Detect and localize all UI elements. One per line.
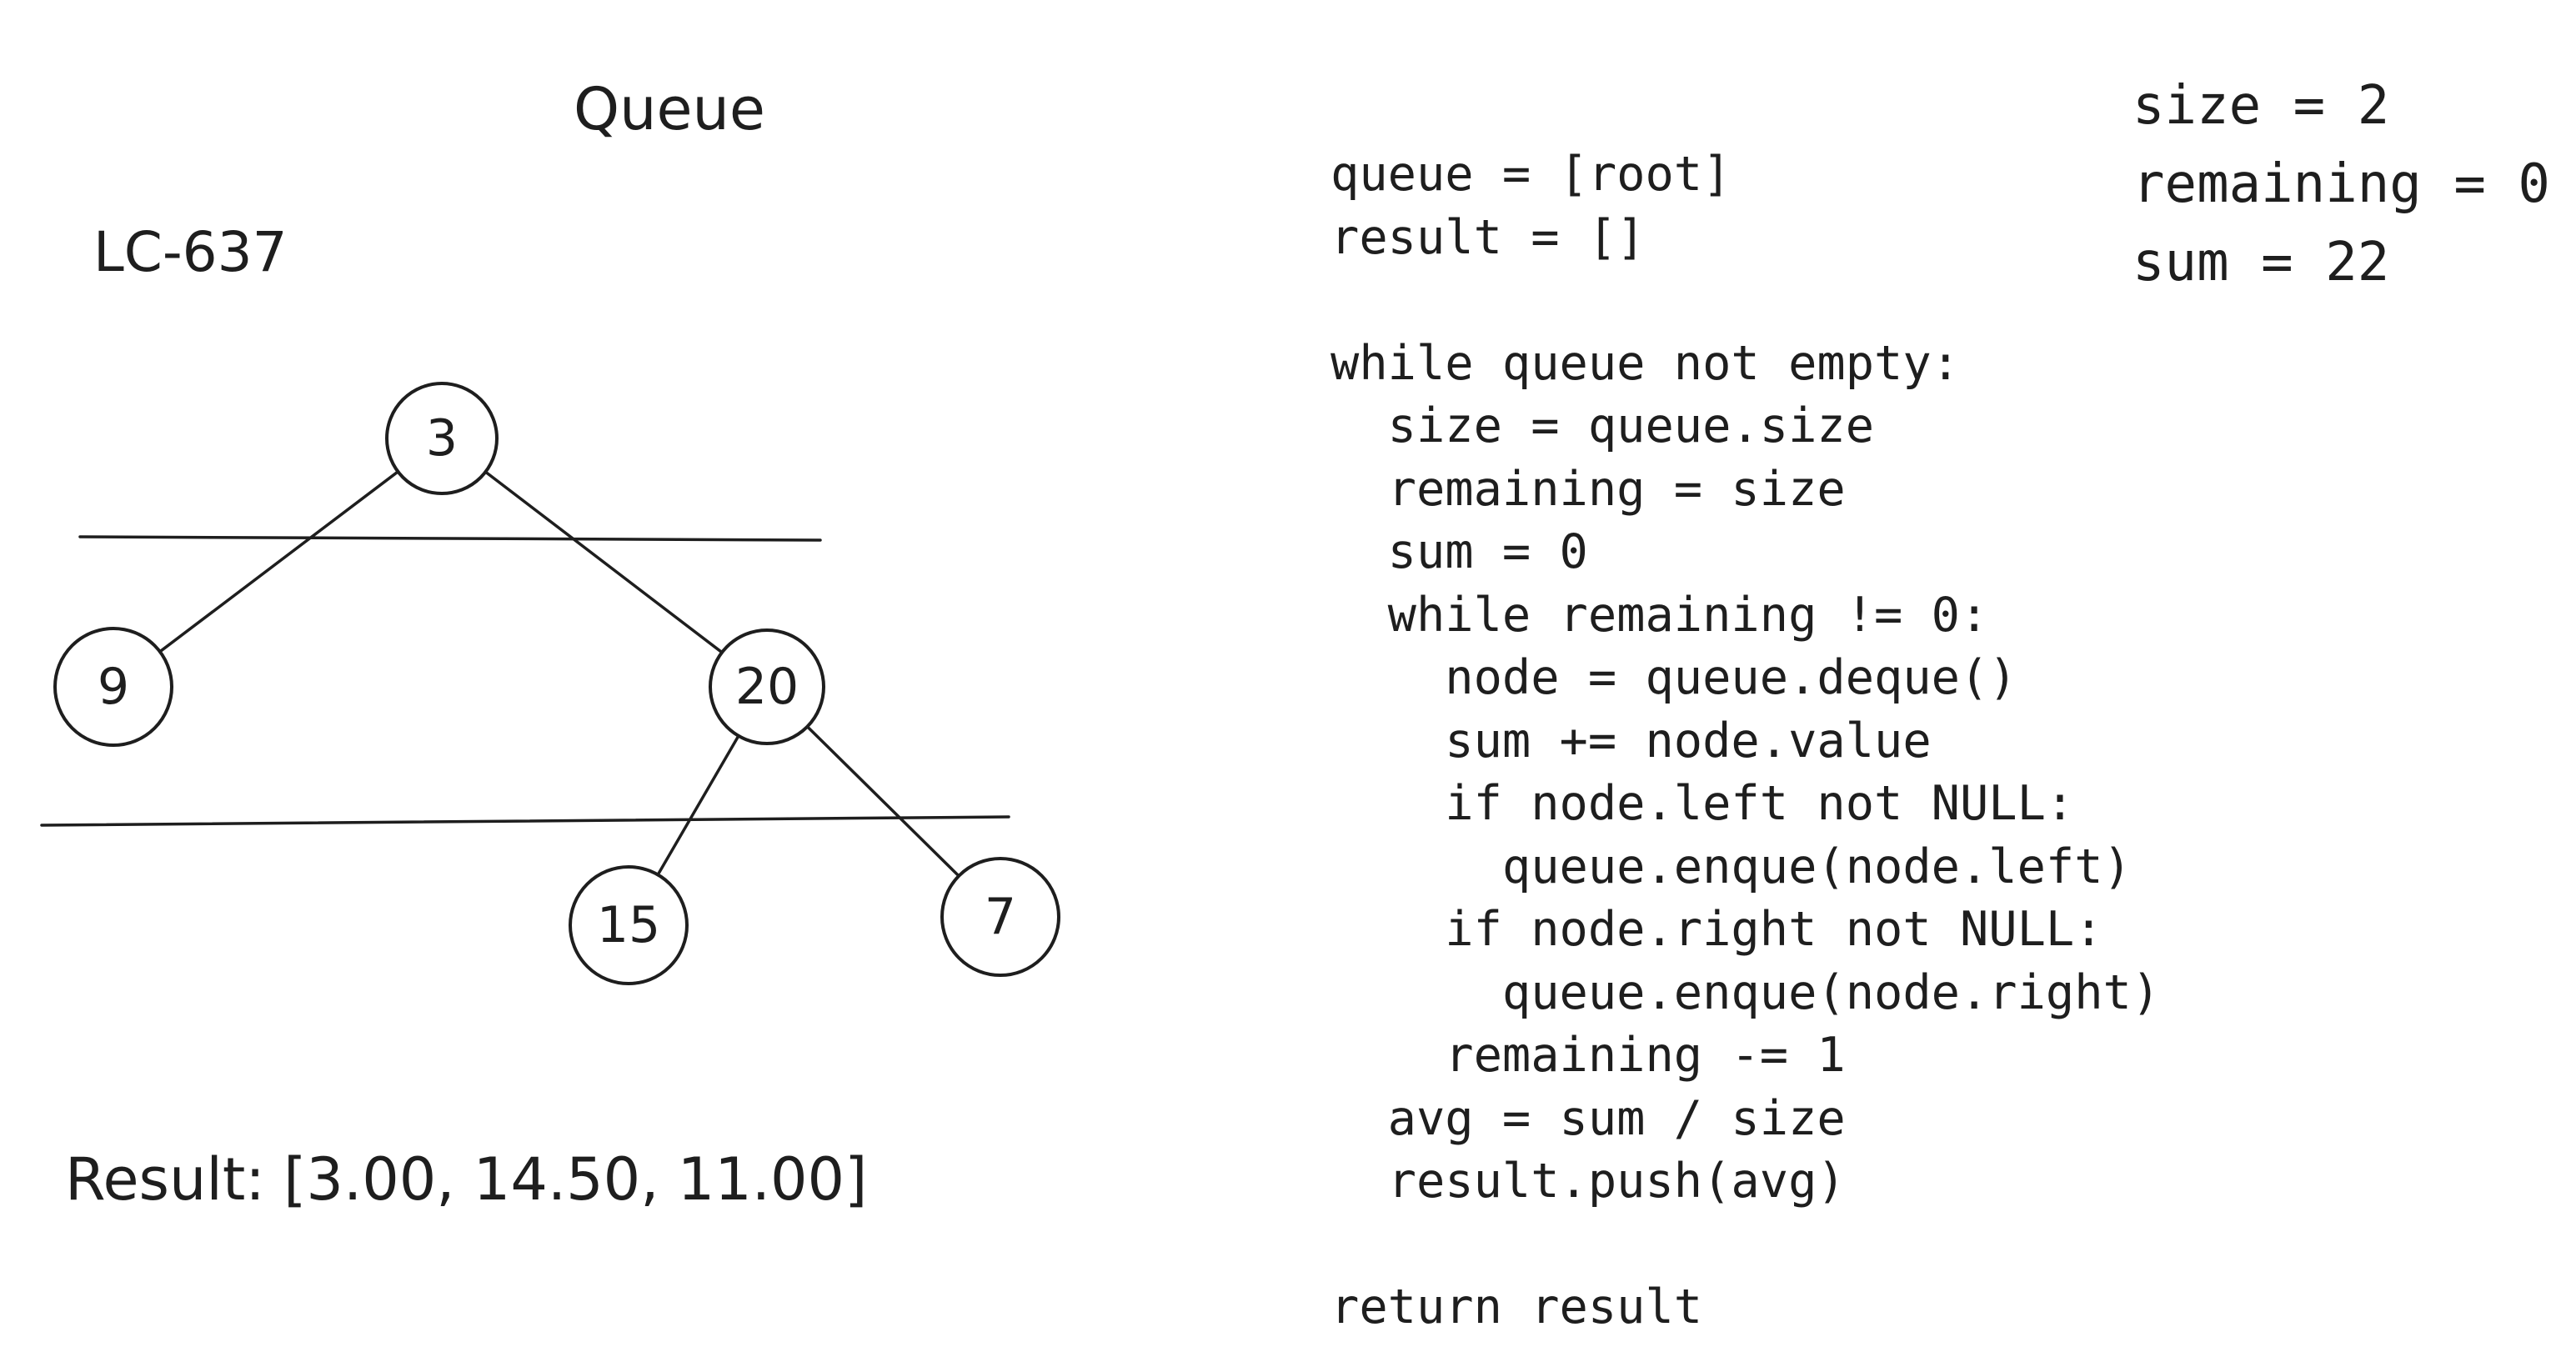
tree-node-value: 20 — [735, 658, 799, 716]
tree-edge — [158, 470, 400, 653]
code-line: while remaining != 0: — [1331, 587, 1989, 643]
binary-tree-diagram: 3 9 20 15 7 — [40, 382, 1060, 985]
state-line: size = 2 — [2132, 75, 2390, 137]
tree-node-circle — [53, 627, 173, 747]
tree-node: 15 — [569, 865, 689, 985]
code-line: if node.right not NULL: — [1331, 902, 2103, 957]
tree-edges — [158, 470, 960, 878]
tree-node: 7 — [940, 857, 1060, 977]
code-line: node = queue.deque() — [1331, 650, 2017, 705]
level-separator-1 — [78, 535, 822, 542]
tree-node-circle — [940, 857, 1060, 977]
tree-node: 3 — [385, 382, 499, 495]
variable-state-panel: size = 2 remaining = 0 sum = 22 — [2132, 67, 2550, 302]
code-line: size = queue.size — [1331, 398, 1875, 453]
code-line: remaining = size — [1331, 461, 1846, 517]
code-line — [1331, 269, 2160, 333]
code-line: result = [] — [1331, 209, 1646, 265]
tree-node-circle — [569, 865, 689, 985]
tree-nodes: 3 9 20 15 7 — [53, 382, 1060, 985]
code-line: queue.enque(node.left) — [1331, 839, 2132, 894]
pseudocode-block: queue = [root] result = [] while queue not… — [1331, 143, 2160, 1339]
tree-node: 20 — [709, 628, 825, 745]
diagram-title: Queue — [574, 75, 765, 143]
code-line: if node.left not NULL: — [1331, 776, 2075, 831]
code-line: result.push(avg) — [1331, 1154, 1846, 1209]
code-line: return result — [1331, 1279, 1703, 1334]
tree-edge — [805, 724, 960, 878]
tree-node-circle — [385, 382, 499, 495]
code-line: sum += node.value — [1331, 713, 1932, 769]
tree-node-value: 7 — [985, 888, 1016, 946]
tree-node-value: 9 — [98, 658, 129, 716]
tree-node-value: 15 — [597, 896, 660, 954]
tree-node: 9 — [53, 627, 173, 747]
code-line: avg = sum / size — [1331, 1090, 1846, 1146]
tree-edge — [484, 470, 724, 654]
code-line: remaining -= 1 — [1331, 1028, 1846, 1083]
code-line: queue.enque(node.right) — [1331, 964, 2161, 1020]
code-line: while queue not empty: — [1331, 335, 1960, 391]
state-line: remaining = 0 — [2132, 153, 2550, 215]
code-line — [1331, 1214, 2160, 1277]
tree-node-circle — [709, 628, 825, 745]
level-separator-2 — [40, 815, 1010, 827]
code-line: sum = 0 — [1331, 524, 1588, 579]
code-line: queue = [root] — [1331, 147, 1732, 202]
result-output: Result: [3.00, 14.50, 11.00] — [65, 1145, 868, 1214]
tree-node-value: 3 — [426, 409, 458, 468]
problem-id-label: LC-637 — [93, 220, 288, 284]
tree-edge — [656, 734, 740, 877]
state-line: sum = 22 — [2132, 232, 2390, 293]
